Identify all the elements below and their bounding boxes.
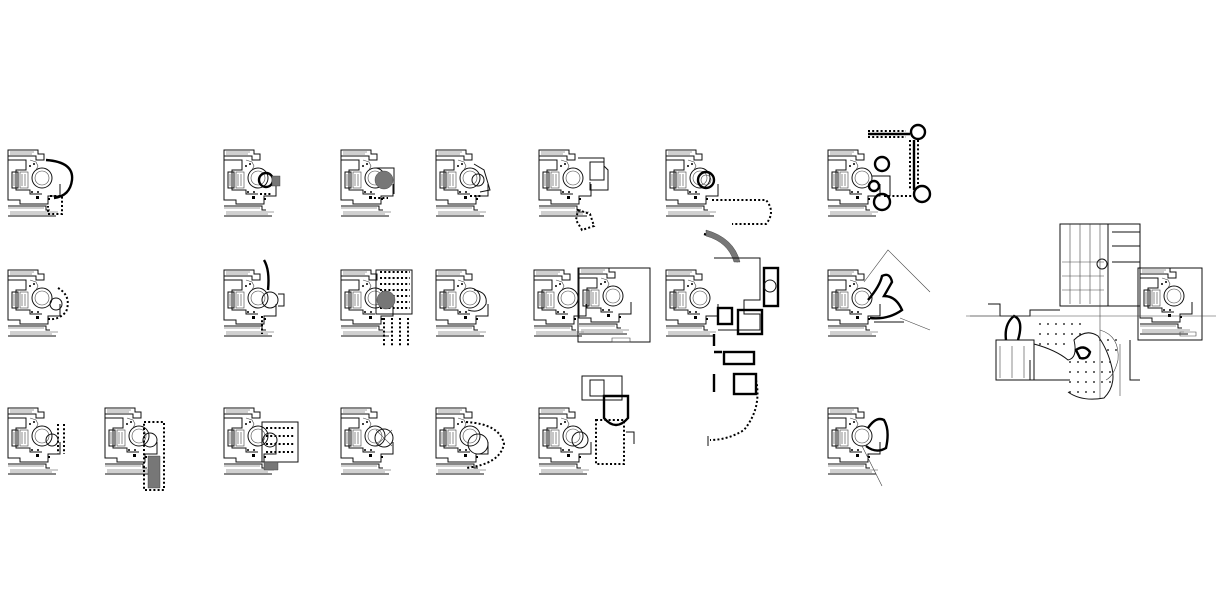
- variant-r3-c6: [538, 375, 635, 475]
- variant-r3-c1: [7, 407, 65, 475]
- variant-r2-c2: [223, 259, 285, 337]
- variant-r2-c3: [340, 269, 413, 346]
- variant-r3-c7: [827, 407, 889, 487]
- variant-r3-c5: [435, 407, 506, 475]
- variant-r2-c7: [827, 249, 931, 337]
- variant-r2-c6: [665, 257, 780, 446]
- variant-r2-c5: [533, 267, 651, 343]
- composite-plan: [966, 223, 1216, 400]
- variant-r3-c2: [104, 407, 165, 491]
- variant-r1-c6: [665, 149, 772, 263]
- variant-r1-c5: [538, 149, 609, 232]
- variant-r2-c4: [435, 269, 489, 337]
- variant-r1-c1: [7, 149, 74, 217]
- variant-r1-c7: [827, 123, 932, 217]
- variant-r3-c3: [223, 407, 299, 475]
- variant-r2-c1: [7, 269, 69, 337]
- variant-r3-c4: [340, 407, 394, 475]
- variant-r1-c2: [223, 149, 281, 217]
- variant-r1-c4: [435, 149, 491, 217]
- variant-r1-c3: [340, 149, 395, 217]
